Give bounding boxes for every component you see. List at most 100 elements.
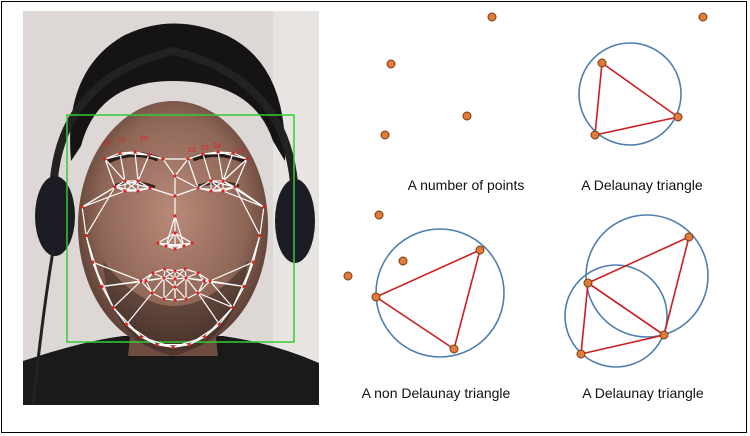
point [386,59,396,69]
landmark-dot [196,186,200,190]
caption-number-of-points: A number of points [407,177,525,193]
mesh-edge [174,277,187,280]
landmark-dot [258,233,262,238]
landmark-dot [173,269,177,273]
mesh-edge [259,206,265,236]
mesh-edge [140,336,174,348]
landmark-dot [201,152,205,156]
mesh-edge [197,272,211,282]
mesh-edge [217,151,224,182]
landmark-dot [91,260,95,264]
landmark-dot [161,157,165,161]
caption-non-delaunay-triangle: A non Delaunay triangle [361,385,511,401]
mesh-edge [197,280,211,294]
headset-right-earcup [275,179,315,263]
mesh-edge [148,154,164,160]
mesh-edge [197,292,221,325]
landmark-label-22: 22 [188,147,196,154]
point [487,12,497,22]
mesh-edge [188,323,220,346]
mesh-edge [140,280,153,294]
point [380,130,390,140]
landmark-dot [233,185,237,189]
landmark-dot [148,186,152,190]
panel-delaunay-triangle-2 [564,214,709,368]
point [659,330,669,340]
point [673,112,683,122]
landmark-dot [139,279,143,283]
landmark-dot [144,279,148,283]
landmark-dot [173,214,177,218]
caption-delaunay-triangle-bottom: A Delaunay triangle [582,385,704,401]
landmark-points [80,150,266,349]
landmark-dot [245,157,249,161]
landmark-dot [147,153,151,157]
point [449,344,459,354]
landmark-dot [186,157,190,161]
landmark-dot [80,205,84,209]
landmark-dot [139,335,143,339]
landmark-dot [203,335,207,339]
landmark-dot [187,343,191,347]
circumcircle [585,214,709,338]
mesh-edge [185,277,199,294]
mesh-edge [174,298,187,301]
landmark-dot [155,343,159,347]
caption-delaunay-triangle-top: A Delaunay triangle [581,177,703,193]
panel-number-of-points [380,12,497,140]
mesh-edge [165,215,176,247]
point [374,210,384,220]
mesh-edge [234,158,248,188]
point [590,130,600,140]
point [576,349,586,359]
landmark-dot [251,260,255,264]
mesh-edge [85,186,116,236]
point [398,256,408,266]
point [343,271,353,281]
landmark-dot [173,277,177,281]
landmark-dot [173,298,177,302]
mesh-edge [163,277,176,288]
mesh-edge [185,277,205,282]
point [698,12,708,22]
mesh-edge [209,280,234,308]
panel-non-delaunay-triangle [343,210,505,358]
mesh-edge [222,190,265,208]
mesh-edge [137,154,150,182]
face-bounding-box [66,114,295,343]
landmark-dot [196,271,200,275]
mesh-edge [151,292,165,300]
mesh-edge [210,186,236,192]
mesh-edge [124,180,151,189]
mesh-edge [151,277,165,294]
mesh-edge [81,206,87,236]
mesh-edge [163,277,176,280]
mesh-edge [185,272,199,279]
circumcircle [578,42,682,146]
point [462,111,472,121]
mesh-edge [174,175,199,189]
landmark-dot [184,297,188,301]
landmark-dot [173,174,177,178]
mesh-edge [174,270,187,279]
mesh-edge [232,152,248,160]
landmark-dot [196,291,200,295]
hair [70,23,286,161]
mesh-edge [81,190,126,208]
mesh-edge [243,235,261,287]
landmark-dot [111,305,115,310]
mesh-edge [202,153,212,182]
landmark-dot [162,297,166,301]
mesh-edge [187,153,204,160]
mesh-edge [112,307,142,338]
landmark-dot [162,276,166,280]
mesh-edge [210,180,224,192]
triangle [594,62,679,136]
landmark-dot [173,194,177,198]
mesh-edge [163,286,176,300]
mesh-edge [165,242,193,247]
mesh-edge [185,292,199,300]
landmark-label-24: 24 [213,143,221,150]
landmark-dot [262,205,266,209]
landmark-dot [100,284,104,289]
